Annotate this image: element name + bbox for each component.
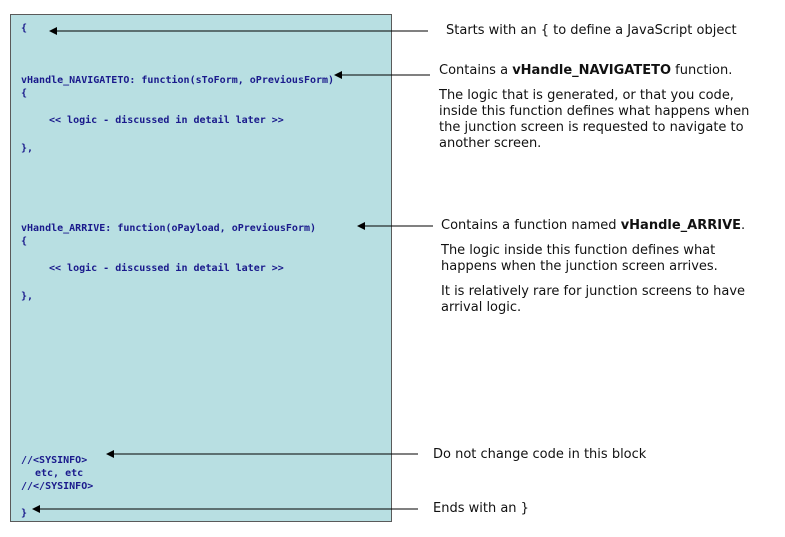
- note-sysinfo: Do not change code in this block: [433, 447, 647, 462]
- arrive-logic-placeholder: << logic - discussed in detail later >>: [49, 263, 284, 274]
- arrive-signature: vHandle_ARRIVE: function(oPayload, oPrev…: [21, 223, 317, 234]
- note-starts: Starts with an { to define a JavaScript …: [446, 23, 737, 38]
- close-brace: }: [21, 508, 28, 519]
- arrive-rare: It is relatively rare for junction scree…: [441, 284, 746, 315]
- code-panel: { vHandle_NAVIGATETO: function(sToForm, …: [10, 14, 392, 522]
- navigateto-logic-placeholder: << logic - discussed in detail later >>: [49, 115, 284, 126]
- sysinfo-end: //</SYSINFO>: [21, 481, 94, 492]
- note-navigateto: Contains a vHandle_NAVIGATETO function. …: [439, 63, 779, 152]
- navigateto-close-brace: },: [21, 143, 34, 154]
- open-brace: {: [21, 23, 28, 34]
- arrive-detail: The logic inside this function defines w…: [441, 243, 718, 274]
- sysinfo-start: //<SYSINFO>: [21, 455, 88, 466]
- navigateto-open-brace: {: [21, 88, 28, 99]
- arrive-close-brace: },: [21, 291, 34, 302]
- note-ends: Ends with an }: [433, 501, 529, 516]
- arrive-open-brace: {: [21, 236, 28, 247]
- note-arrive: Contains a function named vHandle_ARRIVE…: [441, 218, 781, 316]
- arrive-function-name: vHandle_ARRIVE: [620, 218, 742, 233]
- sysinfo-body: etc, etc: [35, 468, 84, 479]
- navigateto-function-name: vHandle_NAVIGATETO: [512, 63, 672, 78]
- navigateto-detail: The logic that is generated, or that you…: [439, 88, 750, 151]
- navigateto-signature: vHandle_NAVIGATETO: function(sToForm, oP…: [21, 75, 335, 86]
